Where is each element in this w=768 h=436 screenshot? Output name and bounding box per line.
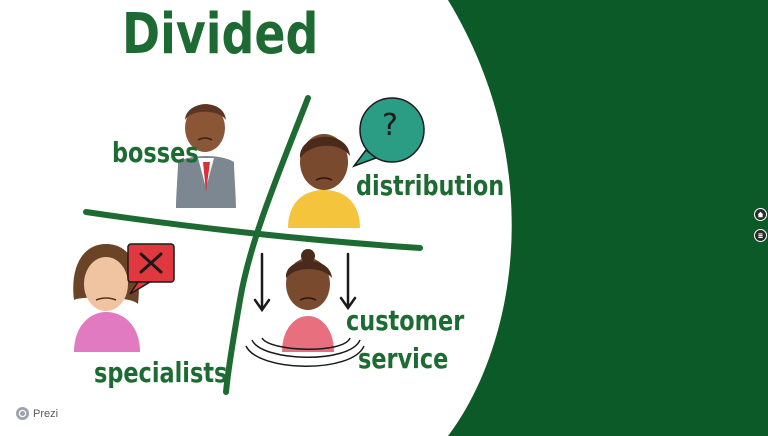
label-distribution: distribution: [356, 169, 505, 202]
distribution-figure: [288, 134, 360, 228]
label-service: service: [358, 342, 449, 375]
home-button[interactable]: [754, 208, 767, 221]
divider-line-horizontal: [83, 209, 423, 251]
home-icon: [757, 211, 764, 218]
prezi-branding[interactable]: Prezi: [16, 407, 58, 420]
label-customer: customer: [346, 304, 465, 337]
arrow-down-left: [253, 252, 271, 313]
slide-title: Divided: [122, 2, 319, 67]
label-bosses: bosses: [112, 136, 199, 169]
speech-bubble-question-mark: ?: [382, 108, 398, 143]
menu-button[interactable]: [754, 229, 767, 242]
specialist-figure: [73, 244, 140, 352]
prezi-logo-icon: [16, 407, 29, 420]
boss-figure: [176, 104, 236, 208]
menu-icon: [758, 233, 763, 238]
divider-line-vertical: [223, 95, 311, 395]
label-specialists: specialists: [94, 356, 228, 389]
speech-bubble-x: [127, 243, 175, 295]
speech-bubble-question: [351, 97, 425, 168]
prezi-label: Prezi: [33, 407, 59, 420]
customer-service-figure: [245, 249, 365, 367]
arrow-down-right: [339, 252, 357, 311]
